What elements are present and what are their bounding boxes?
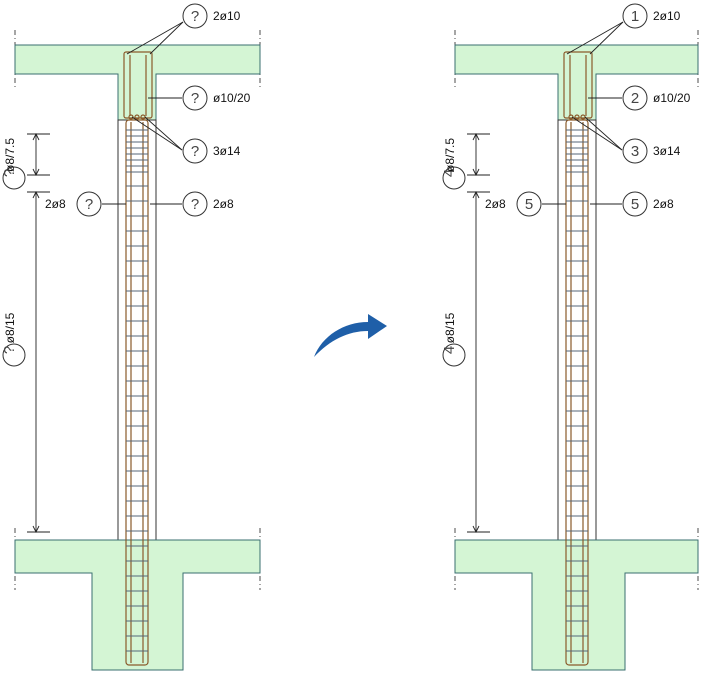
label-side-bar-left: 2ø8 (45, 197, 66, 211)
tag-side-bar-right: ? 2ø8 (182, 191, 234, 217)
top-slab (454, 44, 699, 121)
transform-arrow-icon (314, 314, 387, 357)
bottom-slab (14, 539, 261, 671)
label-top-bars: 2ø10 (213, 9, 241, 23)
rebar-cage (123, 51, 153, 666)
tag-stirrup-top: 2 ø10/20 (622, 85, 691, 111)
column (117, 119, 157, 541)
svg-text:4: 4 (441, 169, 458, 177)
bottom-slab (454, 539, 699, 671)
rebar-cage (563, 51, 593, 666)
tag-stirrup-main: ? ø8/15 (1, 312, 26, 367)
label-stirrup-dense: ø8/7.5 (3, 138, 17, 172)
svg-text:3: 3 (631, 143, 639, 160)
label-stirrup-top: ø10/20 (653, 91, 691, 105)
label-bottom-bars: 3ø14 (653, 144, 681, 158)
label-top-bars: 2ø10 (653, 9, 681, 23)
label-side-bar-right: 2ø8 (653, 197, 674, 211)
svg-text:?: ? (85, 196, 93, 213)
svg-text:?: ? (191, 143, 199, 160)
svg-text:2: 2 (631, 90, 639, 107)
top-slab (14, 44, 261, 121)
tag-bottom-bars: ? 3ø14 (182, 138, 241, 164)
column (557, 119, 597, 541)
label-stirrup-dense: ø8/7.5 (443, 138, 457, 172)
svg-text:5: 5 (631, 196, 639, 213)
tag-top-bars: 1 2ø10 (622, 3, 681, 29)
label-side-bar-right: 2ø8 (213, 197, 234, 211)
label-stirrup-top: ø10/20 (213, 91, 251, 105)
label-stirrup-main: ø8/15 (3, 312, 17, 343)
tag-top-bars: ? 2ø10 (182, 3, 241, 29)
label-side-bar-left: 2ø8 (485, 197, 506, 211)
tag-stirrup-dense: 4 ø8/7.5 (441, 138, 466, 190)
label-stirrup-main: ø8/15 (443, 312, 457, 343)
stirrups (566, 129, 588, 652)
svg-text:1: 1 (631, 8, 639, 25)
svg-text:?: ? (1, 346, 18, 354)
tag-stirrup-main: 4 ø8/15 (441, 312, 466, 367)
svg-text:?: ? (191, 8, 199, 25)
svg-text:?: ? (191, 90, 199, 107)
tag-side-bar-left: ? 2ø8 (45, 191, 102, 217)
right-panel: 1 2ø10 2 ø10/20 3 3ø14 5 2ø8 5 2ø8 4 ø8/… (441, 3, 699, 671)
left-panel: ? 2ø10 ? ø10/20 ? 3ø14 ? 2ø8 ? 2ø8 ? ø8/… (1, 3, 261, 671)
tag-stirrup-dense: ? ø8/7.5 (1, 138, 26, 190)
tag-bottom-bars: 3 3ø14 (622, 138, 681, 164)
stirrups (126, 129, 148, 652)
tag-side-bar-left: 5 2ø8 (485, 191, 542, 217)
label-bottom-bars: 3ø14 (213, 144, 241, 158)
svg-text:?: ? (191, 196, 199, 213)
tag-stirrup-top: ? ø10/20 (182, 85, 251, 111)
svg-text:?: ? (1, 169, 18, 177)
tag-side-bar-right: 5 2ø8 (622, 191, 674, 217)
svg-text:5: 5 (525, 196, 533, 213)
svg-text:4: 4 (441, 346, 458, 354)
